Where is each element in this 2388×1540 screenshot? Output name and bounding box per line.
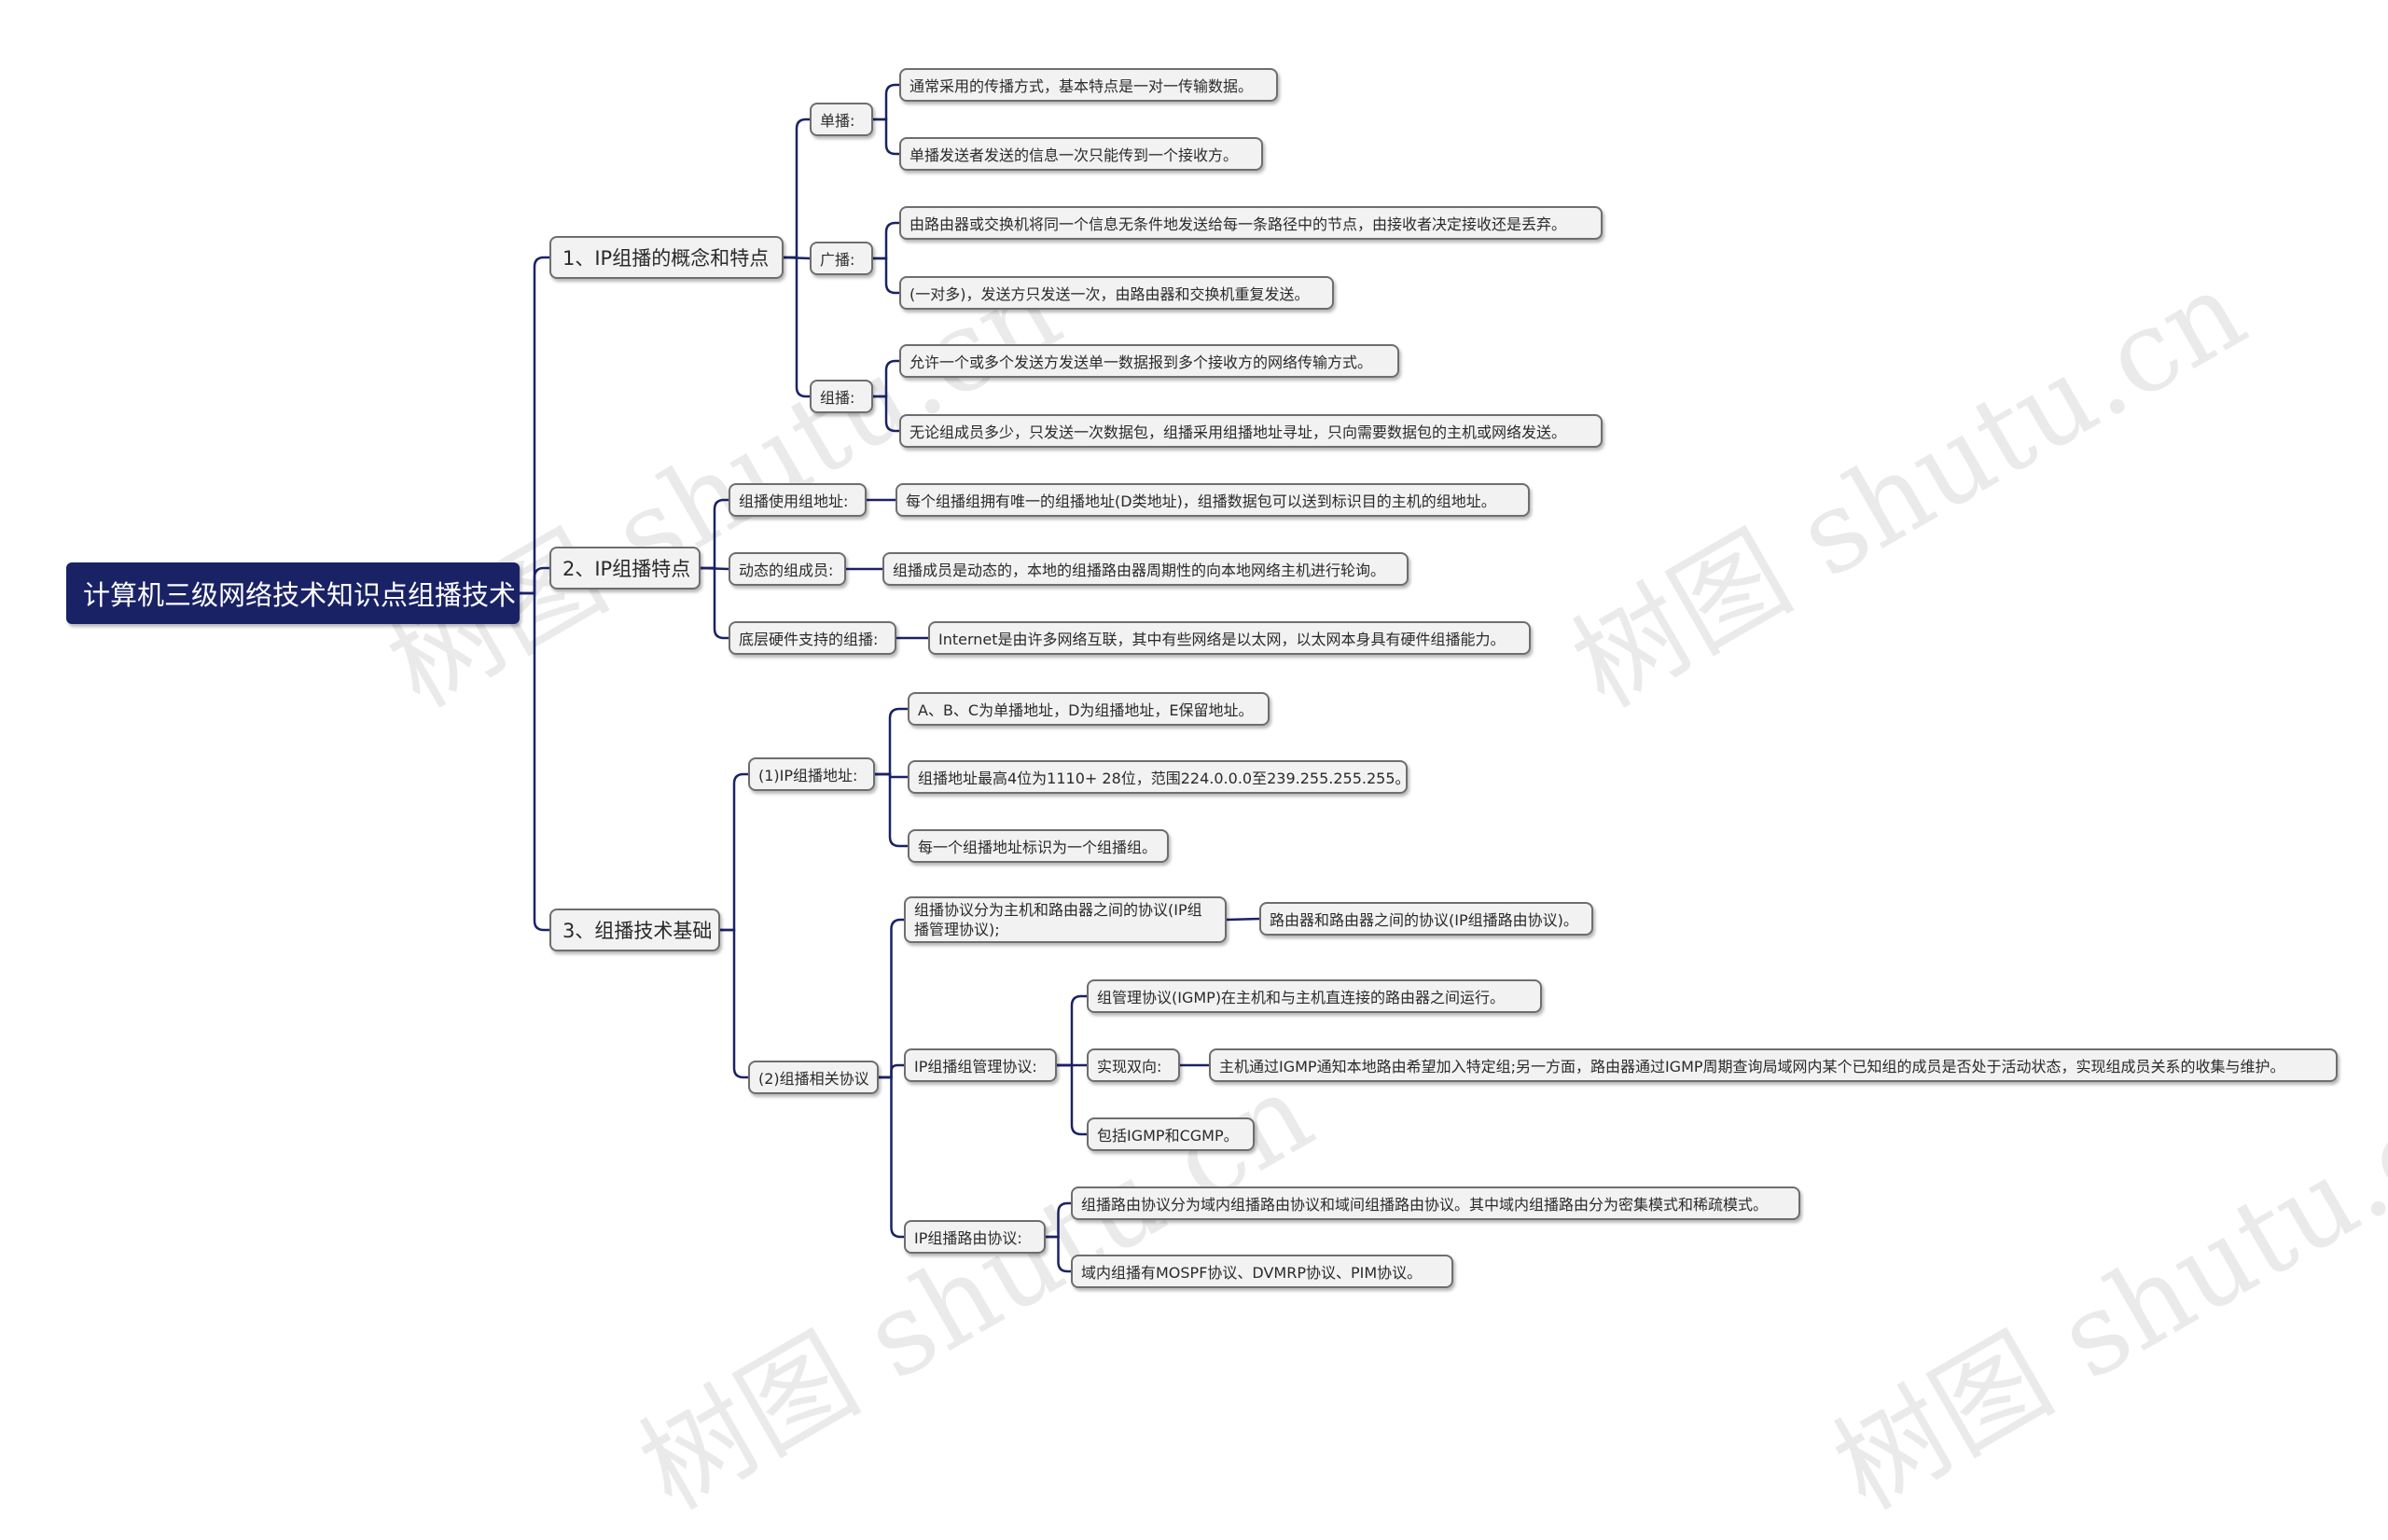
connector-line (873, 359, 899, 398)
leaf-igmp-cgmp[interactable]: 包括IGMP和CGMP。 (1087, 1117, 1255, 1151)
connector-line (879, 1063, 904, 1079)
root-topic[interactable]: 计算机三级网络技术知识点组播技术 (66, 562, 520, 624)
topic-igmp-management[interactable]: IP组播组管理协议: (904, 1048, 1057, 1082)
leaf-bidirectional[interactable]: 主机通过IGMP通知本地路由希望加入特定组;另一方面，路由器通过IGMP周期查询… (1209, 1048, 2338, 1082)
connector-line (1226, 917, 1260, 922)
leaf-multicast-2[interactable]: 无论组成员多少，只发送一次数据包，组播采用组播地址寻址，只向需要数据包的主机或网… (899, 414, 1603, 448)
connector-line (1057, 994, 1087, 1067)
connector-line (873, 118, 899, 156)
connector-line (873, 257, 899, 295)
connector-line (873, 221, 899, 260)
leaf-routing-protocols[interactable]: 域内组播有MOSPF协议、DVMRP协议、PIM协议。 (1071, 1255, 1453, 1288)
leaf-address-group[interactable]: 每一个组播地址标识为一个组播组。 (908, 829, 1169, 863)
leaf-multicast-1[interactable]: 允许一个或多个发送方发送单一数据报到多个接收方的网络传输方式。 (899, 344, 1399, 378)
connector-line (1057, 1063, 1087, 1136)
leaf-igmp-runs[interactable]: 组管理协议(IGMP)在主机和与主机直连接的路由器之间运行。 (1087, 979, 1542, 1013)
leaf-routing-modes[interactable]: 组播路由协议分为域内组播路由协议和域间组播路由协议。其中域内组播路由分为密集模式… (1071, 1186, 1800, 1220)
connector-line (520, 566, 549, 595)
connector-line (720, 928, 748, 1079)
topic-ip-multicast-address[interactable]: (1)IP组播地址: (748, 757, 875, 791)
leaf-group-address[interactable]: 每个组播组拥有唯一的组播地址(D类地址)，组播数据包可以送到标识目的主机的组地址… (896, 483, 1530, 517)
connector-line (520, 591, 549, 932)
topic-broadcast[interactable]: 广播: (810, 242, 873, 275)
connector-line (873, 395, 899, 433)
connector-line (784, 118, 810, 259)
topic-hardware-multicast[interactable]: 底层硬件支持的组播: (729, 621, 896, 655)
topic-bidirectional[interactable]: 实现双向: (1087, 1048, 1180, 1082)
leaf-unicast-1[interactable]: 通常采用的传播方式，基本特点是一对一传输数据。 (899, 68, 1278, 102)
connector-line (1046, 1201, 1071, 1239)
mind-map-canvas: 树图 shutu.cn 树图 shutu.cn 树图 shutu.cn 树图 s… (66, 68, 2388, 1534)
connector-line (873, 83, 899, 121)
topic-group-address[interactable]: 组播使用组地址: (729, 483, 867, 517)
topic-dynamic-members[interactable]: 动态的组成员: (729, 552, 846, 586)
topic-unicast[interactable]: 单播: (810, 103, 873, 136)
leaf-router-protocol[interactable]: 路由器和路由器之间的协议(IP组播路由协议)。 (1259, 902, 1593, 936)
topic-multicast[interactable]: 组播: (810, 380, 873, 413)
connector-line (879, 918, 904, 1079)
leaf-hardware-multicast[interactable]: Internet是由许多网络互联，其中有些网络是以太网，以太网本身具有硬件组播能… (928, 621, 1531, 655)
connector-line (701, 566, 729, 640)
leaf-address-range[interactable]: 组播地址最高4位为1110+ 28位，范围224.0.0.0至239.255.2… (908, 760, 1410, 794)
connector-line (875, 707, 908, 776)
leaf-dynamic-members[interactable]: 组播成员是动态的，本地的组播路由器周期性的向本地网络主机进行轮询。 (882, 552, 1409, 586)
connector-line (520, 256, 549, 595)
branch-multicast-basics[interactable]: 3、组播技术基础 (549, 909, 720, 951)
topic-multicast-routing[interactable]: IP组播路由协议: (904, 1220, 1046, 1254)
connector-line (879, 1075, 904, 1239)
leaf-broadcast-2[interactable]: (一对多)，发送方只发送一次，由路由器和交换机重复发送。 (899, 276, 1334, 310)
connector-line (784, 256, 810, 398)
branch-ip-multicast-concept[interactable]: 1、IP组播的概念和特点 (549, 236, 784, 279)
connector-line (720, 772, 748, 932)
topic-protocol-classes[interactable]: 组播协议分为主机和路由器之间的协议(IP组播管理协议); (904, 896, 1227, 943)
connector-line (875, 772, 908, 848)
topic-multicast-protocols[interactable]: (2)组播相关协议 (748, 1061, 879, 1094)
connector-line (1046, 1235, 1071, 1273)
branch-ip-multicast-features[interactable]: 2、IP组播特点 (549, 547, 701, 590)
connector-line (701, 498, 729, 570)
leaf-unicast-2[interactable]: 单播发送者发送的信息一次只能传到一个接收方。 (899, 137, 1263, 171)
leaf-broadcast-1[interactable]: 由路由器或交换机将同一个信息无条件地发送给每一条路径中的节点，由接收者决定接收还… (899, 206, 1603, 240)
leaf-address-class[interactable]: A、B、C为单播地址，D为组播地址，E保留地址。 (908, 692, 1270, 726)
connector-lines (520, 83, 1260, 1273)
